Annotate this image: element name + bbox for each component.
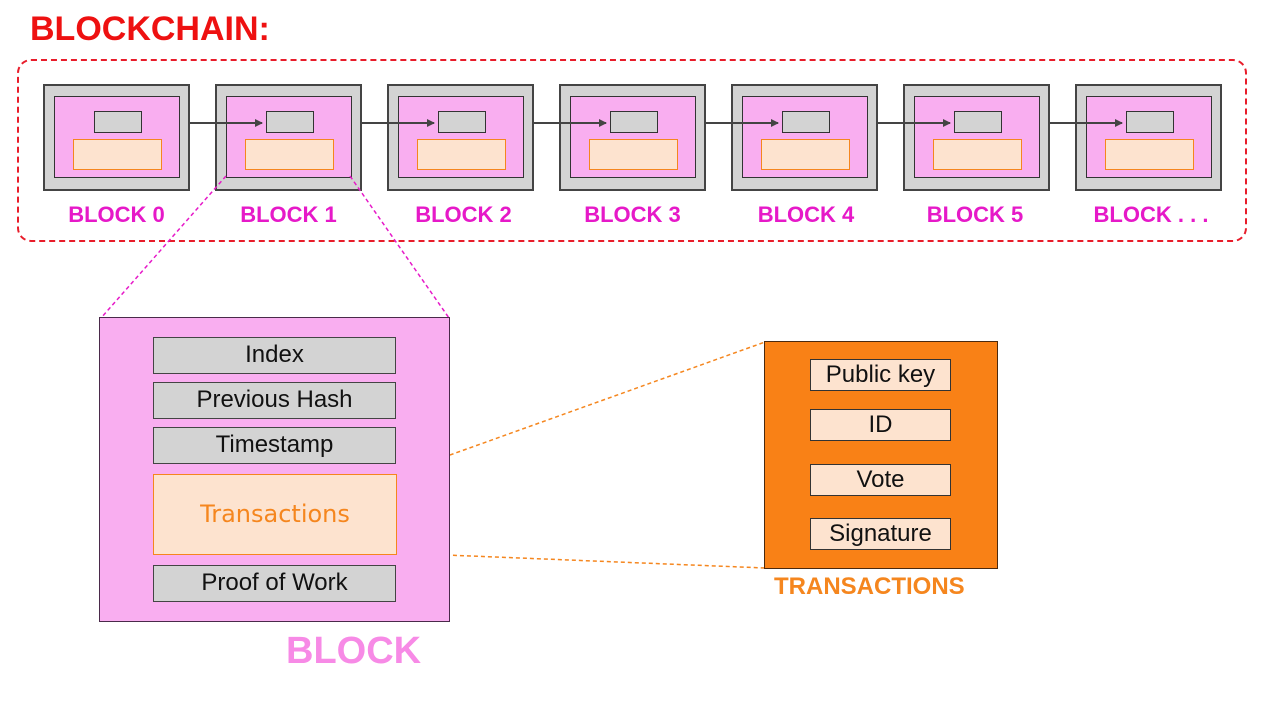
transactions-field: Transactions: [153, 474, 397, 555]
block-body: [398, 96, 524, 178]
block-transactions-box: [1105, 139, 1194, 170]
block-caption: BLOCK: [286, 630, 422, 672]
block-label: BLOCK . . .: [1093, 202, 1209, 227]
block-body: [1086, 96, 1212, 178]
block-transactions-box: [245, 139, 334, 170]
chain-block: [215, 84, 362, 191]
transaction-zoom-lines: [396, 341, 766, 569]
chain-block: [43, 84, 190, 191]
block-hash-box: [782, 111, 830, 133]
chain-block: [731, 84, 878, 191]
block-transactions-box: [417, 139, 506, 170]
block-hash-box: [438, 111, 486, 133]
zoom-line-top: [396, 341, 766, 475]
block-transactions-box: [933, 139, 1022, 170]
block-label: BLOCK 3: [584, 202, 681, 227]
block-hash-box: [954, 111, 1002, 133]
index-field: Index: [153, 337, 396, 374]
chain-block: [387, 84, 534, 191]
zoom-line-bottom: [396, 552, 766, 569]
id-field: ID: [810, 409, 951, 441]
block-body: [570, 96, 696, 178]
block-hash-box: [1126, 111, 1174, 133]
block-hash-box: [610, 111, 658, 133]
block-label: BLOCK 1: [240, 202, 337, 227]
block-transactions-box: [589, 139, 678, 170]
block-body: [914, 96, 1040, 178]
block-transactions-box: [73, 139, 162, 170]
block-body: [742, 96, 868, 178]
diagram-title: BLOCKCHAIN:: [30, 10, 270, 48]
chain-block: [1075, 84, 1222, 191]
block-hash-box: [266, 111, 314, 133]
chain-block: [559, 84, 706, 191]
block-label: BLOCK 5: [926, 202, 1024, 227]
block-body: [226, 96, 352, 178]
vote-field: Vote: [810, 464, 951, 496]
block-label: BLOCK 2: [415, 202, 512, 227]
block-hash-box: [94, 111, 142, 133]
chain-block: [903, 84, 1050, 191]
timestamp-field: Timestamp: [153, 427, 396, 464]
previous-hash-field: Previous Hash: [153, 382, 396, 419]
block-body: [54, 96, 180, 178]
public-key-field: Public key: [810, 359, 951, 391]
block-label: BLOCK 4: [757, 202, 855, 227]
blockchain-frame: [17, 59, 1247, 242]
block-transactions-box: [761, 139, 850, 170]
signature-field: Signature: [810, 518, 951, 550]
block-label: BLOCK 0: [68, 202, 165, 227]
transactions-caption: TRANSACTIONS: [774, 573, 965, 600]
proof-of-work-field: Proof of Work: [153, 565, 396, 602]
